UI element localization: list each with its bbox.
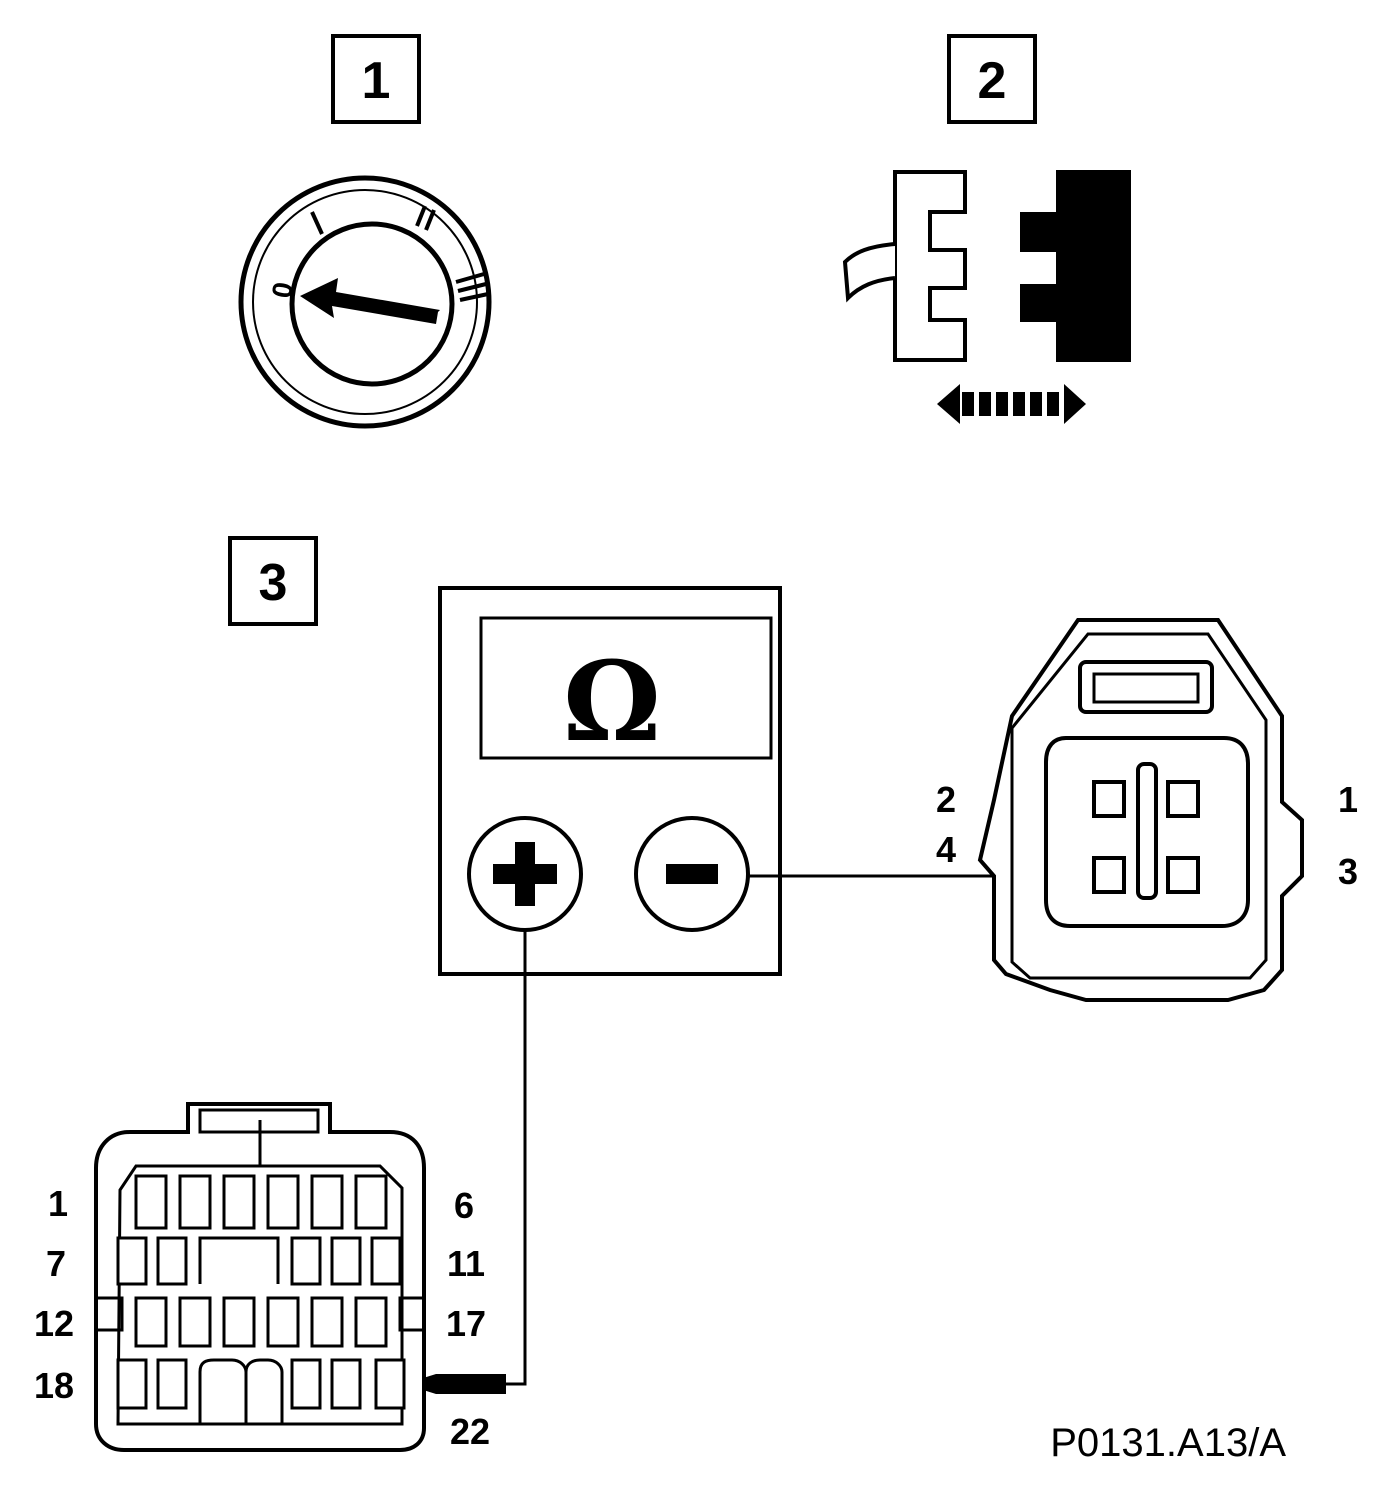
step-3-box: 3 (228, 536, 318, 626)
ecu-label-1: 1 (48, 1183, 68, 1224)
connector-halves-icon (842, 170, 1131, 424)
step-1-box: 1 (331, 34, 421, 124)
connector-male-half (1020, 170, 1131, 362)
ecu-label-7: 7 (46, 1243, 66, 1284)
ecu-label-22: 22 (450, 1411, 490, 1452)
ecu-label-11: 11 (447, 1243, 485, 1284)
sensor-label-1: 1 (1338, 779, 1358, 820)
sensor-pin-4 (1092, 856, 1126, 894)
position-2-mark (415, 205, 436, 231)
ecu-label-12: 12 (34, 1303, 74, 1344)
ignition-switch-icon: 0 (238, 175, 492, 429)
ohmmeter: Ω (438, 586, 782, 976)
positive-terminal (467, 816, 583, 932)
negative-terminal (634, 816, 750, 932)
disconnect-arrow-icon (937, 384, 1086, 424)
ecu-label-6: 6 (454, 1185, 474, 1226)
ecu-row-3 (98, 1296, 422, 1348)
ecu-connector: 1 7 12 18 6 11 17 22 (34, 1102, 490, 1452)
sensor-pin-3 (1166, 856, 1200, 894)
position-3-mark (455, 272, 489, 302)
step-2-label: 2 (978, 52, 1007, 110)
wire-tab (842, 242, 896, 303)
position-1-mark (310, 211, 324, 235)
sensor-pin-2 (1092, 780, 1126, 818)
ecu-row-1 (134, 1174, 388, 1230)
ohmmeter-display (479, 616, 773, 760)
minus-icon (666, 864, 718, 884)
ecu-label-17: 17 (446, 1303, 486, 1344)
sensor-label-4: 4 (936, 829, 956, 870)
position-0-label: 0 (266, 280, 299, 301)
positive-lead (404, 930, 527, 1394)
sensor-connector: 2 4 1 3 (936, 618, 1358, 1002)
ecu-row-4 (116, 1358, 406, 1424)
reference-code: P0131.A13/A (1050, 1421, 1286, 1465)
step-3-label: 3 (259, 554, 288, 612)
step-2-box: 2 (947, 34, 1037, 124)
connector-female-half (893, 170, 967, 362)
sensor-label-2: 2 (936, 779, 956, 820)
ecu-row-2 (116, 1236, 402, 1286)
ohm-symbol: Ω (563, 637, 661, 766)
sensor-label-3: 3 (1338, 851, 1358, 892)
sensor-pin-1 (1166, 780, 1200, 818)
step-1-label: 1 (362, 52, 391, 110)
ecu-label-18: 18 (34, 1365, 74, 1406)
key-arrow-icon (300, 278, 440, 324)
probe-arrow-icon-2 (404, 1374, 506, 1394)
ecu-pin-22 (374, 1358, 406, 1410)
